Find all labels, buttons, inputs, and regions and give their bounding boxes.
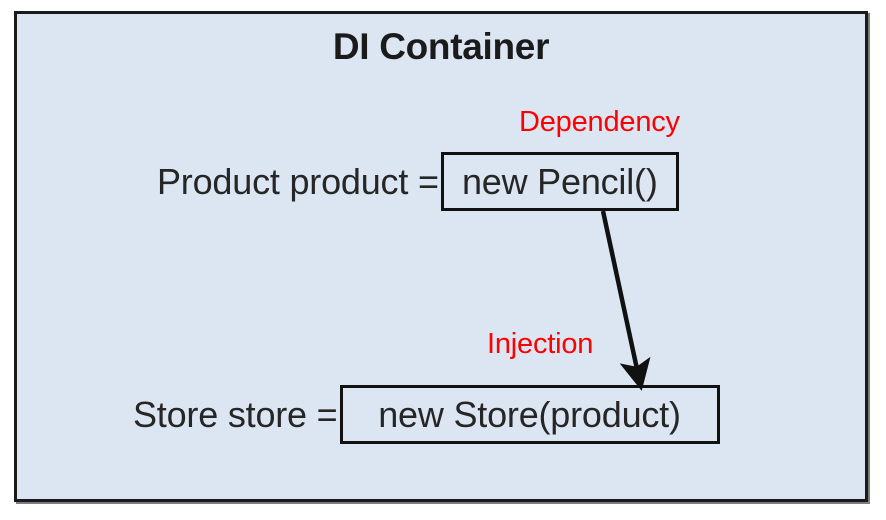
annotation-dependency: Dependency <box>519 106 680 138</box>
code-box-new-store: new Store(product) <box>339 385 720 444</box>
annotation-injection: Injection <box>487 328 594 360</box>
statement-dependency: Product product = new Pencil() <box>157 152 679 211</box>
statement-injection: Store store = new Store(product) <box>133 385 720 444</box>
statement-dependency-lhs: Product product = <box>157 160 439 202</box>
di-container-title: DI Container <box>332 26 550 67</box>
statement-injection-lhs: Store store = <box>133 393 338 435</box>
code-box-new-pencil: new Pencil() <box>440 152 679 211</box>
